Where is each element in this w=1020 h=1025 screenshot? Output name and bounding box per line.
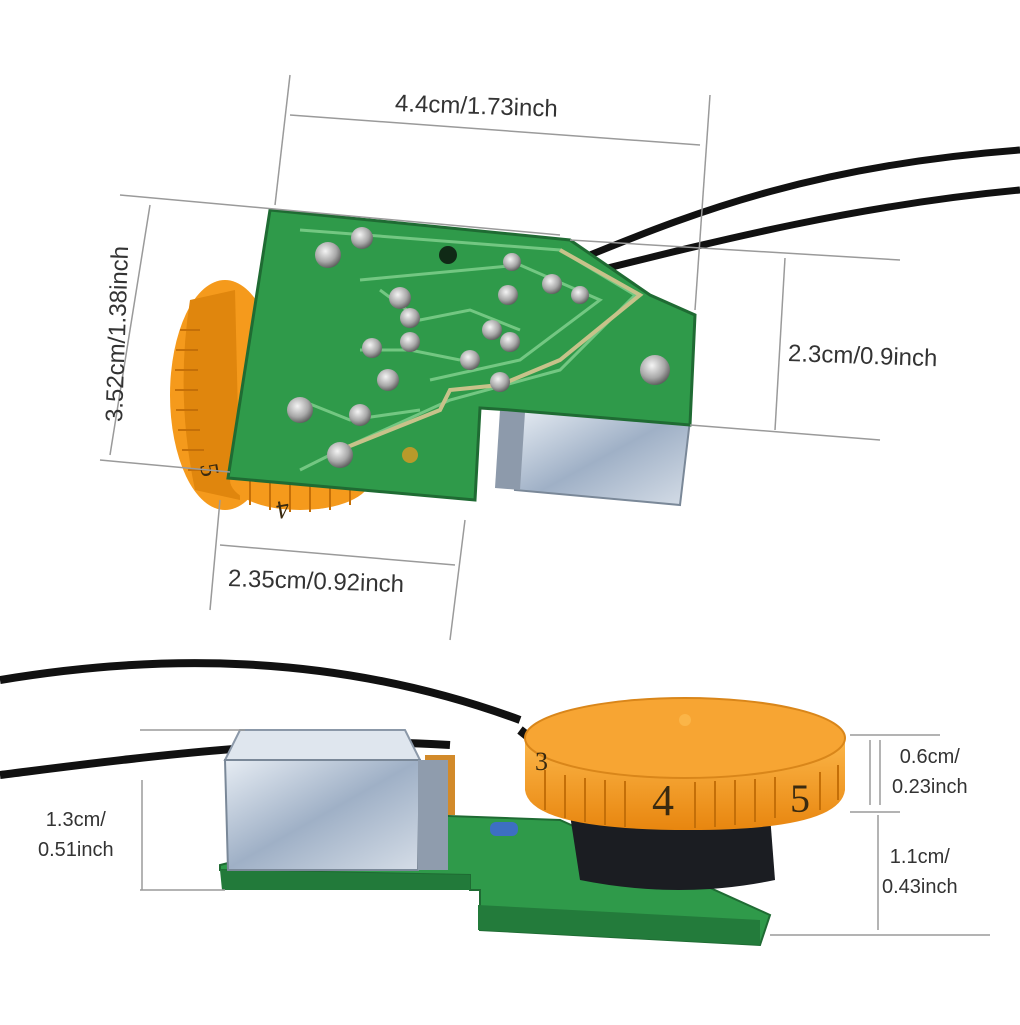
- dial-digit: 3: [535, 747, 548, 776]
- heatsink: [495, 408, 692, 507]
- base-height-dimension-label: 1.1cm/ 0.43inch: [882, 846, 958, 898]
- heatsink: [223, 729, 448, 871]
- wire: [599, 186, 1020, 274]
- dimension-lines: [140, 729, 990, 936]
- dial-digit: 4: [274, 494, 292, 525]
- mounting-screw: [640, 355, 670, 385]
- top-view-module: 5 4: [99, 74, 1020, 641]
- dial-digit: 5: [790, 776, 810, 821]
- solder-joints: [287, 227, 589, 468]
- left-height-dimension-label: 1.3cm/ 0.51inch: [38, 809, 114, 861]
- side-view-module: 3 4 5: [0, 659, 990, 947]
- wire: [0, 659, 522, 724]
- step-height-dimension-label: 2.3cm/0.9inch: [787, 340, 938, 373]
- speed-knob[interactable]: 3 4 5: [524, 697, 846, 830]
- wire: [588, 146, 1020, 259]
- dial-digit: 4: [652, 776, 674, 825]
- knob-base: [570, 815, 775, 890]
- resistor: [490, 822, 518, 836]
- knob-height-dimension-label: 0.6cm/ 0.23inch: [892, 746, 968, 798]
- dimension-lines: [99, 74, 901, 641]
- width-dimension-label: 4.4cm/1.73inch: [394, 90, 559, 123]
